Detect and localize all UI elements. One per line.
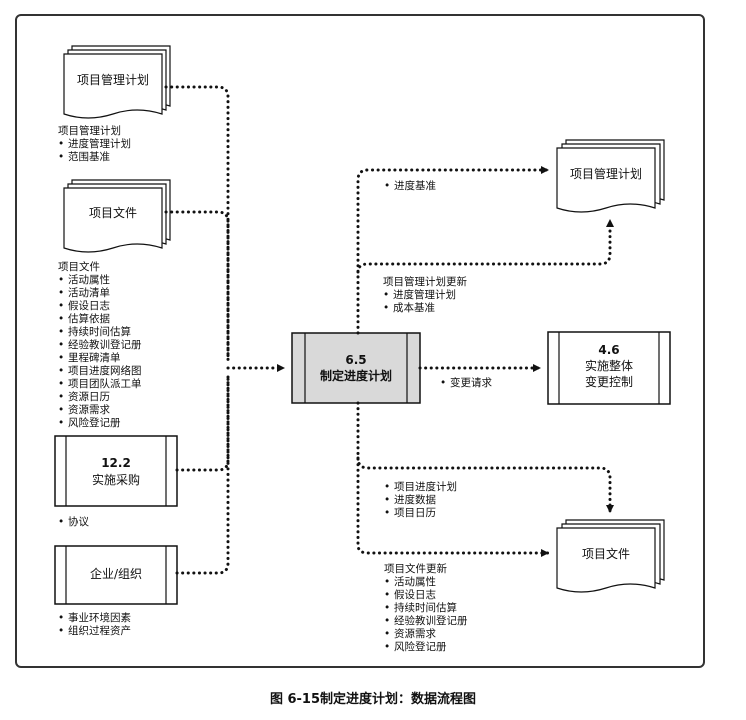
output-pm-plan-doc-label: 项目管理计划: [569, 167, 642, 181]
list-item: 活动属性: [58, 274, 142, 287]
connector-pm-plan-input: [164, 85, 230, 362]
output-project-docs-update-list: 活动属性 假设日志 持续时间估算 经验教训登记册 资源需求 风险登记册: [384, 576, 468, 654]
input-project-docs-title: 项目文件: [58, 261, 100, 273]
input-enterprise-annotation: 事业环境因素 组织过程资产: [58, 612, 131, 638]
input-procurement-list: 协议: [58, 516, 89, 529]
list-item: 进度管理计划: [58, 138, 131, 151]
list-item: 项目进度计划: [384, 481, 457, 494]
list-item: 项目团队派工单: [58, 378, 142, 391]
list-item: 经验教训登记册: [58, 339, 142, 352]
output-pm-plan-annotation: 进度基准: [384, 180, 436, 193]
procurement-name: 实施采购: [91, 473, 140, 487]
list-item: 协议: [58, 516, 89, 529]
input-project-docs-doc: [63, 179, 171, 253]
process-name: 制定进度计划: [319, 369, 392, 383]
list-item: 进度基准: [384, 180, 436, 193]
list-item: 资源日历: [58, 391, 142, 404]
list-item: 估算依据: [58, 313, 142, 326]
output-project-docs-annotation: 项目进度计划 进度数据 项目日历: [384, 481, 457, 520]
output-project-docs-update-title: 项目文件更新: [384, 563, 447, 575]
list-item: 风险登记册: [58, 417, 142, 430]
input-procurement-annotation: 协议: [58, 516, 89, 529]
list-item: 活动属性: [384, 576, 468, 589]
connector-output-project-docs-2: [356, 456, 614, 514]
procurement-number: 12.2: [101, 456, 131, 470]
output-project-docs-doc-label: 项目文件: [581, 547, 630, 561]
figure-caption: 图 6-15制定进度计划：数据流程图: [269, 692, 477, 707]
output-change-request-list: 变更请求: [440, 377, 492, 390]
list-item: 项目日历: [384, 507, 457, 520]
output-pm-plan-doc: [556, 139, 665, 213]
output-project-docs-doc: [556, 519, 665, 593]
input-pm-plan-list: 进度管理计划 范围基准: [58, 138, 131, 164]
list-item: 持续时间估算: [58, 326, 142, 339]
list-item: 事业环境因素: [58, 612, 131, 625]
output-project-docs-update-annotation: 项目文件更新 活动属性 假设日志 持续时间估算 经验教训登记册 资源需求 风险登…: [384, 563, 468, 654]
connector-procurement-input: [175, 374, 230, 472]
list-item: 活动清单: [58, 287, 142, 300]
list-item: 假设日志: [384, 589, 468, 602]
input-pm-plan-doc-label: 项目管理计划: [76, 73, 149, 87]
output-project-docs-list: 项目进度计划 进度数据 项目日历: [384, 481, 457, 520]
input-project-docs-annotation: 项目文件 活动属性 活动清单 假设日志 估算依据 持续时间估算 经验教训登记册 …: [58, 261, 142, 430]
output-change-request-annotation: 变更请求: [440, 377, 492, 390]
connector-output-pm-plan: [356, 166, 550, 335]
connector-enterprise-input: [175, 374, 230, 575]
output-pm-plan-update-list: 进度管理计划 成本基准: [383, 289, 467, 315]
output-pm-plan-update-annotation: 项目管理计划更新 进度管理计划 成本基准: [383, 276, 467, 315]
list-item: 经验教训登记册: [384, 615, 468, 628]
input-project-docs-doc-label: 项目文件: [88, 206, 137, 220]
input-pm-plan-title: 项目管理计划: [58, 125, 121, 137]
integrated-change-name-line1: 实施整体: [584, 359, 633, 373]
list-item: 进度管理计划: [383, 289, 467, 302]
list-item: 里程碑清单: [58, 352, 142, 365]
list-item: 变更请求: [440, 377, 492, 390]
input-procurement-box: [54, 435, 178, 507]
output-integrated-change-box: [547, 331, 671, 405]
integrated-change-number: 4.6: [598, 343, 620, 357]
input-enterprise-list: 事业环境因素 组织过程资产: [58, 612, 131, 638]
list-item: 假设日志: [58, 300, 142, 313]
diagram-frame: [15, 14, 705, 668]
process-number: 6.5: [345, 353, 367, 367]
list-item: 范围基准: [58, 151, 131, 164]
connector-output-project-docs: [356, 401, 550, 557]
list-item: 风险登记册: [384, 641, 468, 654]
output-pm-plan-list: 进度基准: [384, 180, 436, 193]
enterprise-name: 企业/组织: [89, 567, 143, 581]
list-item: 组织过程资产: [58, 625, 131, 638]
list-item: 资源需求: [58, 404, 142, 417]
connector-project-docs-input: [164, 210, 230, 362]
list-item: 持续时间估算: [384, 602, 468, 615]
list-item: 成本基准: [383, 302, 467, 315]
input-pm-plan-annotation: 项目管理计划 进度管理计划 范围基准: [58, 125, 131, 164]
list-item: 项目进度网络图: [58, 365, 142, 378]
output-pm-plan-update-title: 项目管理计划更新: [383, 276, 467, 288]
input-project-docs-list: 活动属性 活动清单 假设日志 估算依据 持续时间估算 经验教训登记册 里程碑清单…: [58, 274, 142, 430]
connector-output-pm-plan-update: [356, 218, 614, 274]
input-enterprise-box: [54, 545, 178, 605]
list-item: 进度数据: [384, 494, 457, 507]
list-item: 资源需求: [384, 628, 468, 641]
input-pm-plan-doc: [63, 45, 171, 119]
integrated-change-name-line2: 变更控制: [584, 375, 633, 389]
